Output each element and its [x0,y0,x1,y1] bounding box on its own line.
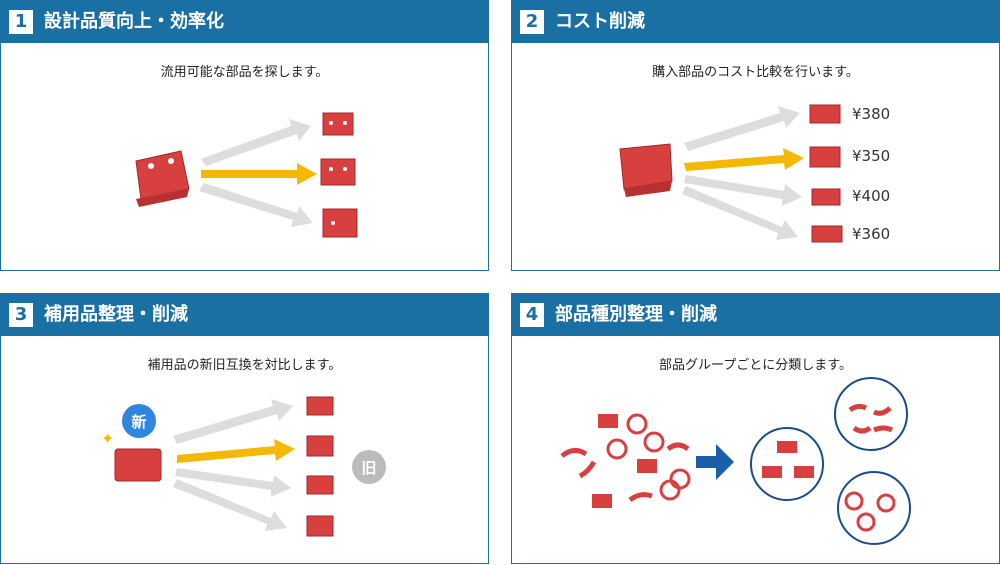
sparkle-icon: ✦ [101,429,114,448]
highlight-arrow [684,148,804,171]
gray-arrow [684,175,802,206]
panel-illustration [560,377,911,545]
source-bracket-part [135,150,190,207]
gray-arrow [173,479,287,531]
panel-subtitle: 購入部品のコスト比較を行います。 [652,65,859,80]
panel-title: コスト削減 [555,11,645,32]
price-label: ¥360 [852,225,891,243]
gray-arrow [199,183,313,227]
panel-header: 2 コスト削減 [512,1,999,43]
new-part [114,448,162,482]
price-label: ¥400 [852,187,891,205]
panel-title: 設計品質向上・効率化 [44,11,224,32]
panel-title: 部品種別整理・削減 [555,304,717,325]
gray-arrow [684,106,800,151]
price-label: ¥380 [852,105,891,123]
old-badge-circle [352,450,386,484]
pipe-group-circle [834,377,908,451]
highlight-arrow [201,163,317,185]
panel-number: 2 [520,10,544,34]
panel-subtitle: 流用可能な部品を探します。 [160,65,329,80]
old-part [306,475,334,495]
mixed-parts-cluster [560,413,691,508]
panel-number: 1 [9,10,33,34]
price-part [809,146,841,168]
gray-arrow [173,399,293,444]
group-arrow [696,444,734,480]
panel-header: 1 設計品質向上・効率化 [1,1,488,43]
gray-arrow [175,468,291,497]
panel-cost-reduction: 2 コスト削減 購入部品のコスト比較を行います。 ¥380 ¥350 ¥400 … [511,0,1000,271]
old-part [306,435,334,457]
panel-title: 補用品整理・削減 [44,304,188,325]
price-part [809,104,841,124]
panel-subtitle: 部品グループごとに分類します。 [659,358,852,373]
panel-illustration [135,112,358,238]
gray-arrow [682,186,798,240]
old-part [306,515,334,537]
ring-group-circle [837,471,911,545]
panel-design-quality: 1 設計品質向上・効率化 流用可能な部品を探します。 [0,0,489,271]
panel-number: 3 [9,303,33,327]
price-part [811,188,841,206]
candidate-part [320,158,356,186]
candidate-part [322,112,354,136]
panel-header: 3 補用品整理・削減 [1,294,488,336]
candidate-part [322,208,358,238]
old-badge: 旧 [361,459,376,477]
new-badge-circle [122,404,156,438]
panel-number: 4 [520,303,544,327]
price-part [811,225,843,243]
new-badge: 新 [131,413,146,431]
panel-spare-parts: 3 補用品整理・削減 補用品の新旧互換を対比します。 新 ✦ 旧 [0,293,489,564]
source-bracket-part [619,143,673,197]
highlight-arrow [177,439,295,463]
bracket-group-circle [750,427,824,501]
gray-arrow [201,119,311,166]
panel-illustration [619,104,843,243]
panel-illustration: 新 ✦ 旧 [101,396,386,537]
panel-part-classification: 4 部品種別整理・削減 部品グループごとに分類します。 [511,293,1000,564]
old-part [306,396,334,416]
panel-header: 4 部品種別整理・削減 [512,294,999,336]
panel-subtitle: 補用品の新旧互換を対比します。 [147,358,342,373]
price-label: ¥350 [852,147,891,165]
